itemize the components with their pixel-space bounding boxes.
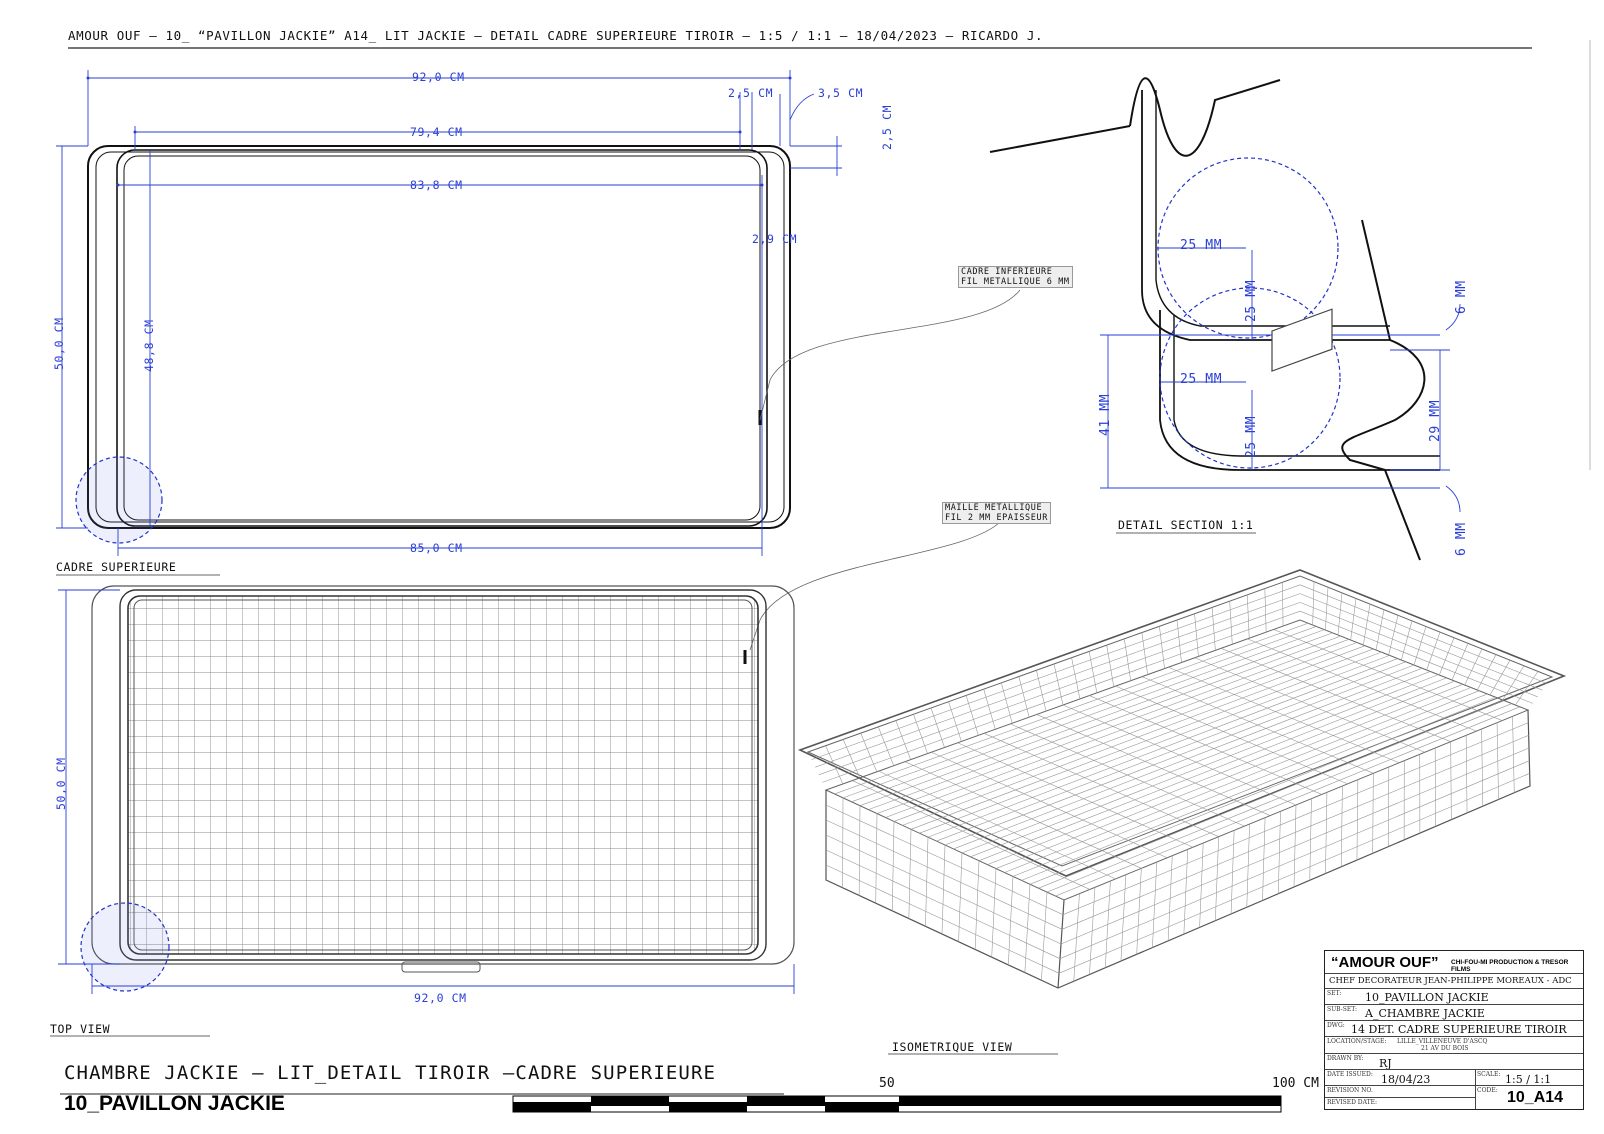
brand: “AMOUR OUF” (1331, 954, 1439, 971)
dim-83: 83,8 CM (410, 178, 463, 192)
tb-subset: A_CHAMBRE JACKIE (1365, 1007, 1485, 1020)
dim-50a: 50,0 CM (52, 317, 66, 370)
section-dimensions (1100, 247, 1461, 513)
sec-h6b: 6 MM (1454, 522, 1469, 556)
tb-drawn: RJ (1379, 1057, 1392, 1070)
sec-v1: 25 MM (1244, 279, 1259, 322)
sec-h41: 41 MM (1098, 393, 1113, 436)
dim-79: 79,4 CM (410, 125, 463, 139)
tb-dwg: 14 DET. CADRE SUPERIEURE TIROIR (1351, 1023, 1567, 1036)
sec-h29: 29 MM (1428, 399, 1443, 442)
tb-set: 10_PAVILLON JACKIE (1365, 991, 1489, 1004)
dim-3-5: 3,5 CM (818, 86, 864, 100)
dim-85: 85,0 CM (410, 541, 463, 555)
leader-maille (749, 521, 1001, 651)
dimension-ticks (86, 76, 792, 187)
view-title-top: TOP VIEW (50, 1022, 111, 1036)
detail-circle-2 (80, 902, 170, 992)
dim-2-5b: 2,5 CM (880, 104, 894, 150)
dim-2-5a: 2,5 CM (728, 86, 774, 100)
note-maille: MAILLE METALLIQUE FIL 2 MM EPAISSEUR (942, 502, 1051, 524)
detail-circle (75, 456, 163, 544)
dim-92-top: 92,0 CM (412, 70, 465, 84)
dim-92-bottom: 92,0 CM (414, 991, 467, 1005)
top-view (80, 585, 795, 992)
view-title-cadre: CADRE SUPERIEURE (56, 560, 177, 574)
scale-100: 100 CM (1272, 1076, 1319, 1091)
dimension-lines (56, 70, 842, 556)
scale-bar (512, 1095, 1282, 1113)
tb-date: 18/04/23 (1381, 1073, 1431, 1086)
sec-r2: 25 MM (1180, 372, 1223, 387)
production: CHI-FOU-MI PRODUCTION & TRESOR FILMS (1451, 959, 1569, 973)
chef-decorateur: CHEF DECORATEUR JEAN-PHILIPPE MOREAUX - … (1329, 976, 1572, 986)
isometric-basket (797, 308, 1567, 989)
dim-50b: 50,0 CM (54, 757, 68, 810)
dim-2-9: 2,9 CM (752, 232, 798, 246)
sec-v2: 25 MM (1244, 415, 1259, 458)
sec-r1: 25 MM (1180, 238, 1223, 253)
sec-h6a: 6 MM (1454, 280, 1469, 314)
view-title-section: DETAIL SECTION 1:1 (1118, 518, 1254, 532)
dim-48: 48,8 CM (142, 319, 156, 372)
title-block: “AMOUR OUF” CHI-FOU-MI PRODUCTION & TRES… (1324, 950, 1584, 1110)
leader-cadre-inferieure (759, 289, 1021, 421)
sheet-header: AMOUR OUF – 10_ “PAVILLON JACKIE” A14_ L… (68, 28, 1044, 43)
sheet-set: 10_PAVILLON JACKIE (64, 1092, 285, 1115)
tb-scale: 1:5 / 1:1 (1505, 1073, 1552, 1086)
scale-50: 50 (879, 1076, 895, 1091)
tb-code: 10_A14 (1507, 1089, 1564, 1106)
detail-section (989, 77, 1440, 561)
view-title-iso: ISOMETRIQUE VIEW (892, 1040, 1013, 1054)
note-cadre-inferieure: CADRE INFERIEURE FIL METALLIQUE 6 MM (958, 266, 1073, 288)
cadre-superieure-view (75, 145, 791, 544)
sheet-title: CHAMBRE JACKIE – LIT_DETAIL TIROIR –CADR… (64, 1062, 717, 1084)
